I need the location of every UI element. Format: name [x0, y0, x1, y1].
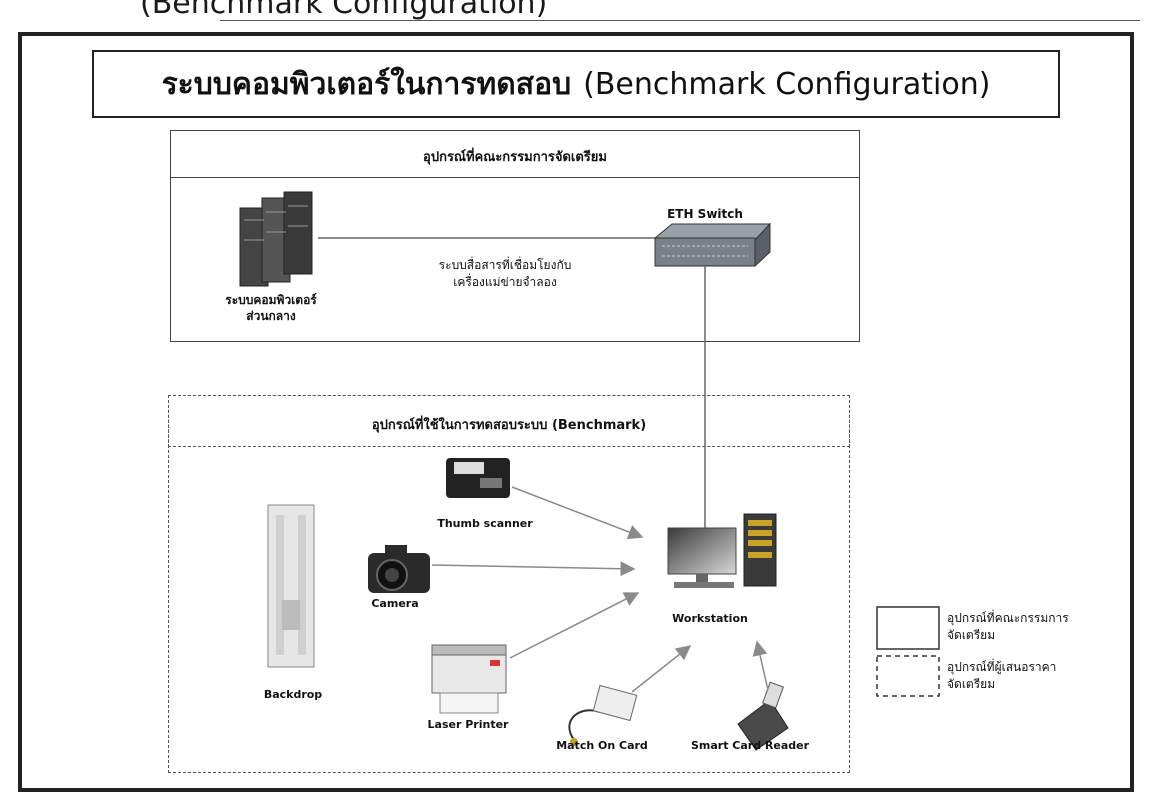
- figure-frame: [18, 32, 1134, 792]
- thumb-scanner-label: Thumb scanner: [437, 517, 533, 530]
- legend-dashed-text: อุปกรณ์ที่ผู้เสนอราคา จัดเตรียม: [947, 659, 1056, 693]
- match-on-card-icon: [568, 684, 638, 746]
- smart-card-reader-icon: [737, 681, 789, 751]
- legend-dashed-swatch: [876, 655, 940, 697]
- title-english: (Benchmark Configuration): [583, 66, 991, 102]
- camera-icon: [368, 545, 430, 593]
- benchmark-panel-header-box: [168, 395, 850, 447]
- committee-panel-header: อุปกรณ์ที่คณะกรรมการจัดเตรียม: [423, 150, 607, 165]
- arrow-reader-to-workstation: [752, 640, 769, 691]
- smart-card-reader-label: Smart Card Reader: [690, 739, 810, 752]
- legend-solid-swatch: [876, 606, 940, 650]
- legend-solid-text: อุปกรณ์ที่คณะกรรมการ จัดเตรียม: [947, 610, 1069, 644]
- link-label-line1: ระบบสื่อสารที่เชื่อมโยงกับ: [438, 258, 572, 272]
- server-rack-icon: [239, 191, 313, 287]
- top-caption: (Benchmark Configuration): [140, 0, 548, 21]
- laser-printer-icon: [431, 644, 507, 714]
- thumb-scanner-icon: [446, 458, 510, 498]
- arrow-printer-to-workstation: [509, 592, 640, 659]
- arrow-thumb-to-workstation: [511, 486, 644, 540]
- workstation-label: Workstation: [672, 612, 748, 625]
- benchmark-panel-header: อุปกรณ์ที่ใช้ในการทดสอบระบบ (Benchmark): [371, 418, 647, 433]
- link-label-line2: เครื่องแม่ข่ายจำลอง: [453, 275, 557, 289]
- arrow-card-to-workstation: [631, 645, 692, 693]
- top-rule: [220, 20, 1140, 21]
- arrow-camera-to-workstation: [431, 561, 636, 577]
- committee-panel-header-box: [170, 130, 860, 178]
- server-label-line1: ระบบคอมพิวเตอร์: [225, 293, 317, 307]
- backdrop-icon: [267, 504, 315, 668]
- legend-dashed-line1: อุปกรณ์ที่ผู้เสนอราคา: [947, 660, 1057, 674]
- legend-dashed-line2: จัดเตรียม: [947, 677, 996, 691]
- link-label: ระบบสื่อสารที่เชื่อมโยงกับ เครื่องแม่ข่า…: [405, 257, 605, 291]
- backdrop-label: Backdrop: [263, 688, 323, 701]
- eth-switch-icon: [653, 222, 772, 268]
- title-thai: ระบบคอมพิวเตอร์ในการทดสอบ: [161, 66, 572, 102]
- legend-solid-line2: จัดเตรียม: [947, 628, 996, 642]
- server-label: ระบบคอมพิวเตอร์ ส่วนกลาง: [196, 292, 346, 324]
- diagram-title: ระบบคอมพิวเตอร์ในการทดสอบ (Benchmark Con…: [92, 50, 1060, 118]
- legend-solid-line1: อุปกรณ์ที่คณะกรรมการ: [947, 611, 1069, 625]
- laser-printer-label: Laser Printer: [427, 718, 509, 731]
- switch-label: ETH Switch: [667, 207, 743, 221]
- workstation-icon: [667, 513, 777, 588]
- camera-label: Camera: [371, 597, 419, 610]
- match-on-card-label: Match On Card: [556, 739, 648, 752]
- server-label-line2: ส่วนกลาง: [246, 309, 296, 323]
